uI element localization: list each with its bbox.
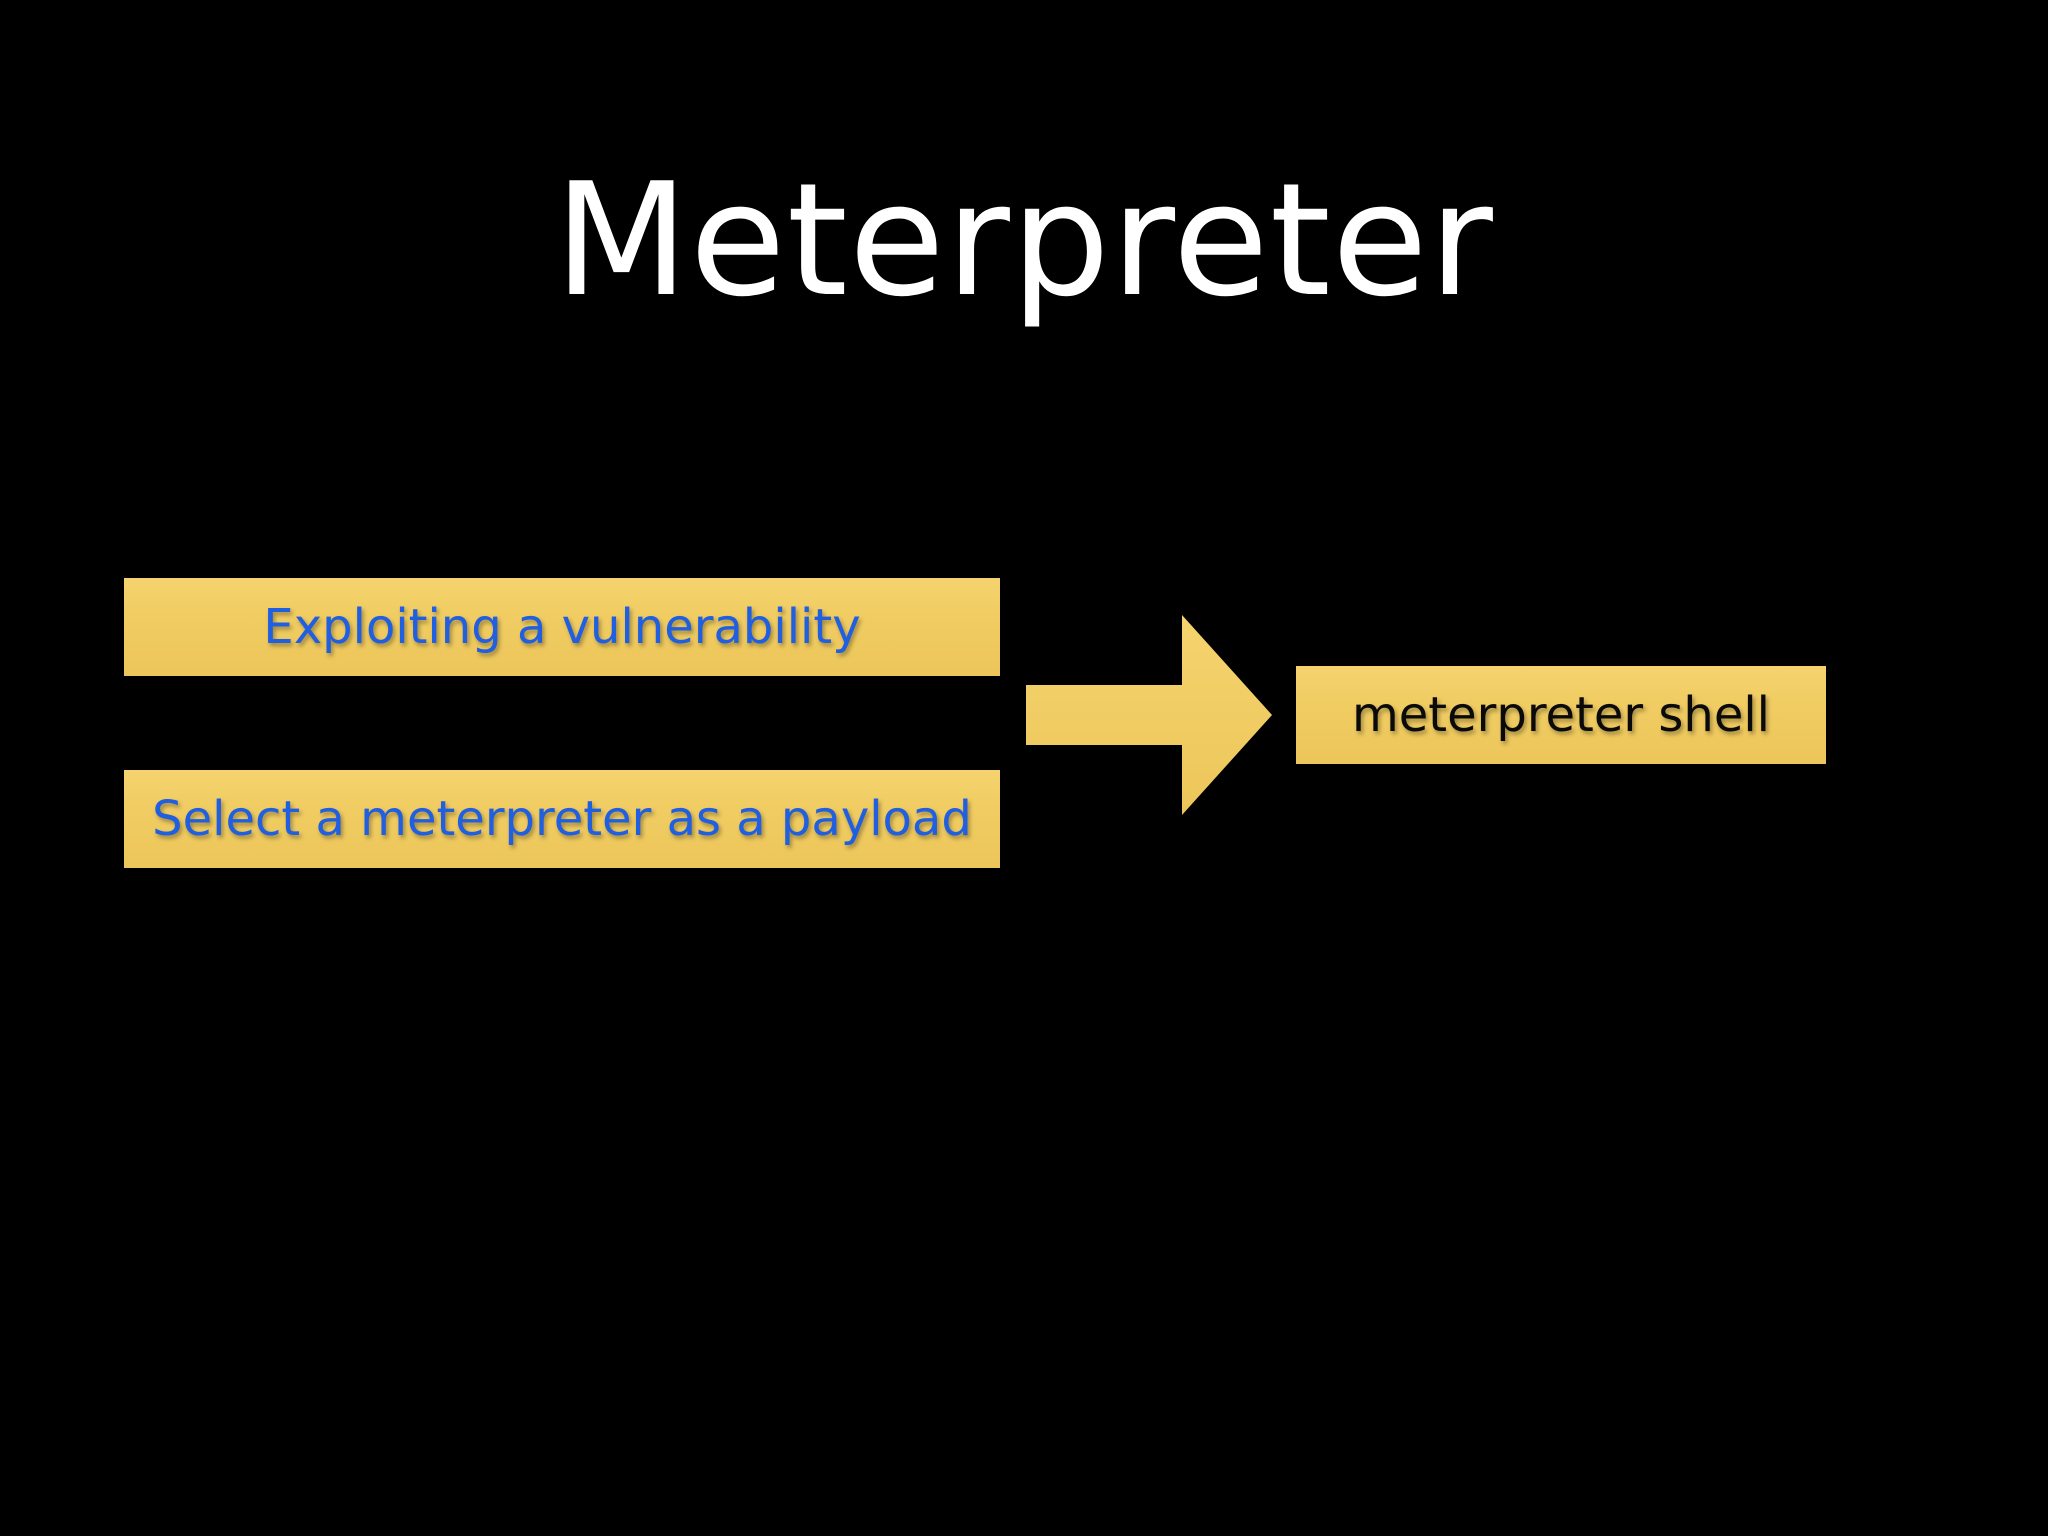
input-box-exploit: Exploiting a vulnerability bbox=[124, 578, 1000, 676]
input-box-payload: Select a meterpreter as a payload bbox=[124, 770, 1000, 868]
slide-title: Meterpreter bbox=[554, 149, 1494, 331]
input-box-exploit-label: Exploiting a vulnerability bbox=[263, 599, 861, 655]
output-box-shell: meterpreter shell bbox=[1296, 666, 1826, 764]
input-box-payload-label: Select a meterpreter as a payload bbox=[152, 791, 972, 847]
output-box-shell-label: meterpreter shell bbox=[1351, 687, 1771, 743]
right-arrow-icon bbox=[1026, 615, 1272, 815]
